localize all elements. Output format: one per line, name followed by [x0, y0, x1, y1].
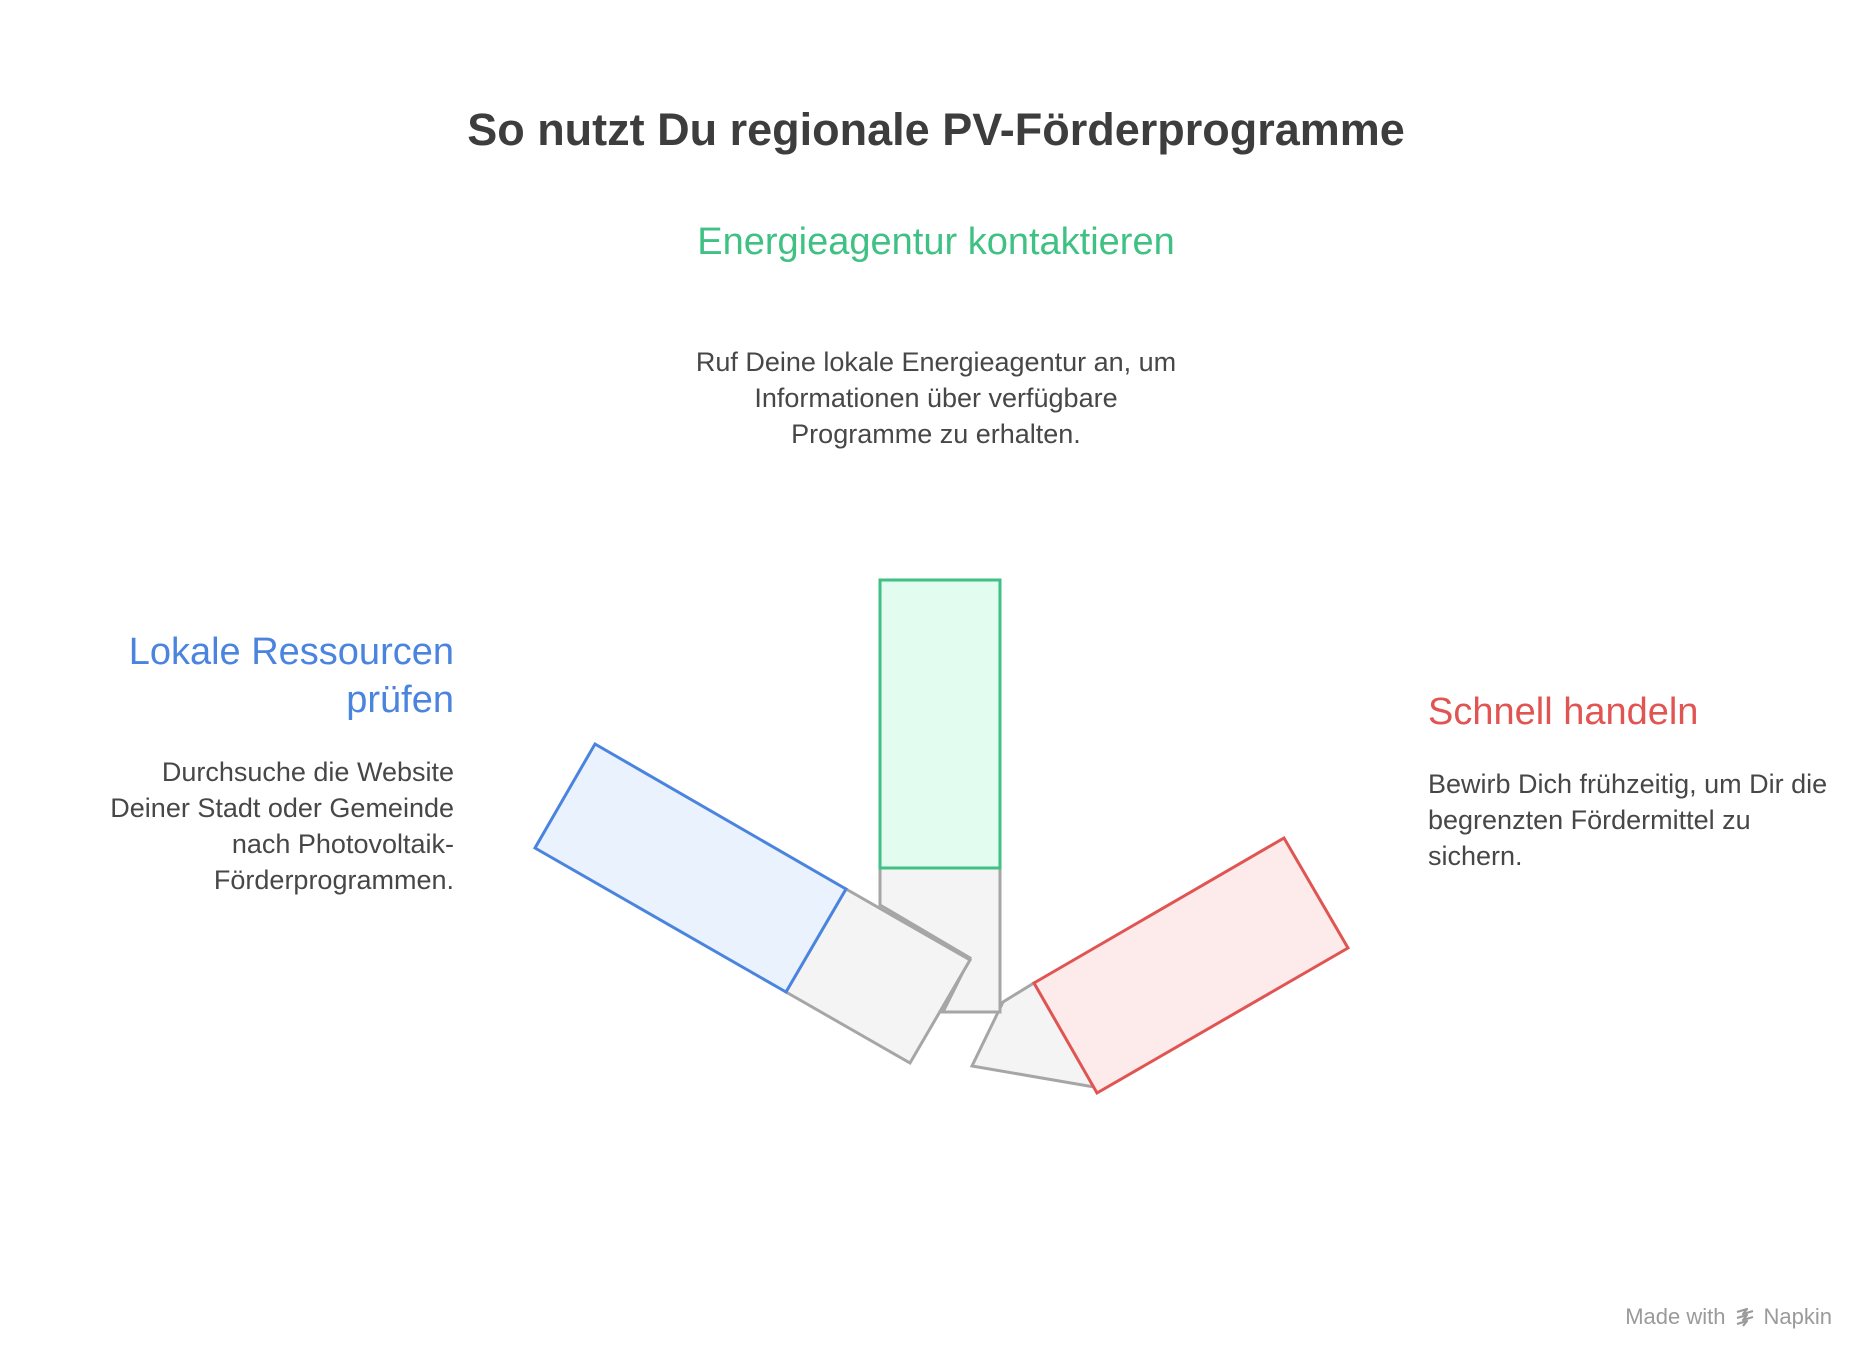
center-step-blade	[878, 578, 1002, 870]
page-title: So nutzt Du regionale PV-Förderprogramme	[467, 104, 1405, 155]
left-step-blade	[532, 741, 849, 995]
watermark-brand: Napkin	[1763, 1304, 1832, 1329]
napkin-logo-icon	[1736, 1307, 1753, 1327]
step-description-schnell-handeln: Bewirb Dich frühzeitig, um Dir die begre…	[1428, 769, 1828, 871]
step-heading-schnell-handeln: Schnell handeln	[1428, 691, 1699, 733]
step-description-lokale-ressourcen: Durchsuche die Website Deiner Stadt oder…	[110, 757, 454, 895]
right-step-blade	[1031, 835, 1351, 1096]
step-heading-energieagentur: Energieagentur kontaktieren	[697, 221, 1175, 263]
watermark-made-with: Made with	[1625, 1304, 1726, 1329]
step-description-energieagentur: Ruf Deine lokale Energieagentur an, um I…	[695, 347, 1177, 449]
step-heading-lokale-ressourcen: Lokale Ressourcen prüfen	[128, 631, 454, 721]
napkin-watermark[interactable]: Made with Napkin	[1625, 1304, 1832, 1330]
